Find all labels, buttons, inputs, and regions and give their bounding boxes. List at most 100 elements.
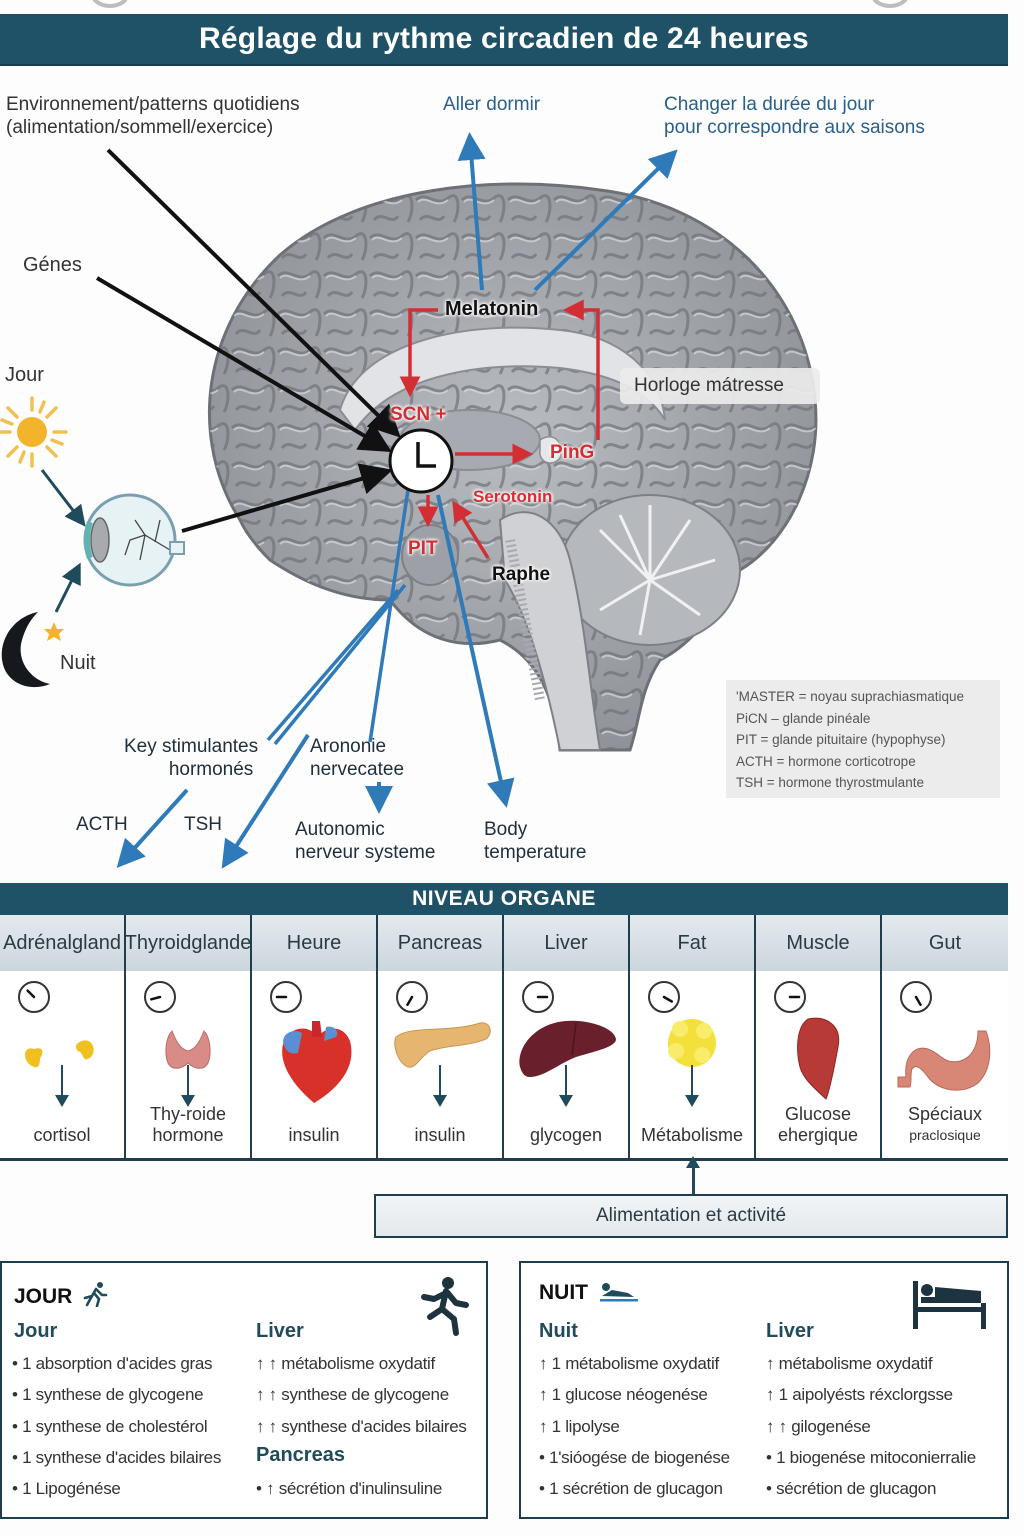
stomach-icon [897,1030,991,1091]
down-arrow-icon [181,1065,195,1107]
down-arrow-icon [685,1065,699,1107]
organ-name: Fat [630,915,754,971]
label-scn: SCN + [390,404,447,425]
organ-name: Gut [882,915,1008,971]
fat-cell-icon [668,1019,716,1067]
organ-name: Muscle [756,915,880,971]
organ-output: insulin [288,1125,340,1145]
eye-icon [83,493,185,587]
output-autonomy: Arononie nervecatee [310,736,405,780]
bed-icon [913,1281,986,1329]
title-bar: Réglage du rythme circadien de 24 heures [0,14,1008,66]
scroll-ring-decoration [870,0,910,8]
list-item: • 1 absorption d'acides gras [12,1354,213,1373]
muscle-icon [797,1017,840,1100]
clock-icon [522,981,554,1013]
arrow-genes [95,276,392,453]
output-acth: ACTH [76,814,128,835]
night-panel: NUIT Nuit ↑ 1 métabolisme oxydatif ↑ 1 g… [519,1261,1009,1519]
day-pancreas-list: • ↑ sécrétion d'inulinsuline [256,1473,442,1504]
clock-icon [774,981,806,1013]
list-item: ↑ 1 métabolisme oxydatif [539,1354,719,1373]
adrenal-gland-icon [25,1040,94,1068]
running-person-large-icon [421,1277,469,1336]
list-item: ↑ ↑ gilogenése [766,1416,871,1436]
input-environment: Environnement/patterns quotidiens (alime… [6,94,300,138]
heart-icon [282,1021,352,1103]
list-item: • sécrétion de glucagon [766,1479,937,1499]
down-arrow-icon [559,1065,573,1107]
organ-name: Liver [504,915,628,971]
page-title: Réglage du rythme circadien de 24 heures [199,22,809,55]
liver-icon [519,1020,616,1077]
clock-icon [144,981,176,1013]
day-left-list: • 1 absorption d'acides gras • 1 synthes… [12,1348,221,1504]
abbreviation-legend: 'MASTER = noyau suprachiasmatique PiCN –… [726,680,1000,798]
input-genes: Génes [23,254,82,276]
list-item: • 1'sióogése de biogenése [539,1447,730,1467]
circadian-diagram [0,132,818,869]
scn-clock-icon [388,428,454,494]
organ-output: glycogen [529,1125,603,1145]
night-liver-heading: Liver [766,1320,814,1342]
output-sleep: Aller dormir [443,94,541,115]
clock-icon [900,981,932,1013]
moon-icon [1,612,64,688]
clock-icon [648,981,680,1013]
list-item: • 1 synthese d'acides bilaires [12,1447,222,1467]
list-item: ↑ 1 glucose néogenése [539,1385,708,1405]
night-left-heading: Nuit [539,1320,578,1342]
organ-column-liver: Liver glycogen [504,915,630,1158]
arrow-environment [106,148,401,438]
list-item: • ↑ sécrétion d'inulinsuline [256,1479,443,1498]
list-item: ↑ ↑ synthese de glycogene [256,1385,449,1405]
output-autonomic-system: Autonomic nerveur systeme [295,819,436,863]
sun-icon [0,396,68,468]
list-item: • 1 Lipogénése [12,1479,121,1499]
list-item: • 1 sécrétion de glucagon [539,1479,723,1499]
label-melatonin: Melatonin [445,298,539,320]
day-left-heading: Jour [14,1320,58,1342]
output-tsh: TSH [184,814,222,835]
arrow-tsh [221,733,310,869]
night-liver-list: ↑ métabolisme oxydatif ↑ 1 aipolyésts ré… [766,1348,976,1504]
list-item: ↑ ↑ synthese d'acides bilaires [256,1416,467,1436]
day-liver-heading: Liver [256,1320,304,1342]
organ-name: Heure [252,915,376,971]
arrow-season [533,149,678,292]
food-activity-box: Alimentation et activité [374,1194,1008,1238]
list-item: • 1 synthese de cholestérol [12,1416,208,1436]
input-day: Jour [5,364,44,386]
label-pituitary: PIT [408,538,438,559]
organ-output: cortisol [33,1125,91,1145]
input-night: Nuit [60,652,96,674]
down-arrow-icon [55,1065,69,1107]
organ-column-pancreas: Pancreas insulin [378,915,504,1158]
label-raphe: Raphe [492,564,551,585]
day-pancreas-heading: Pancreas [256,1444,345,1466]
organ-output: Métabolisme [640,1125,744,1145]
label-pineal: PinG [550,442,595,463]
thyroid-icon [165,1030,211,1069]
night-left-list: ↑ 1 métabolisme oxydatif ↑ 1 glucose néo… [539,1348,730,1504]
organ-column-heure: Heure insulin [252,915,378,1158]
organ-name: Pancreas [378,915,502,971]
day-panel: JOUR Jour • 1 absorption d'acides gras •… [0,1261,488,1519]
list-item: ↑ 1 aipolyésts réxclorgsse [766,1385,953,1405]
clock-icon [396,981,428,1013]
arrow-acth [116,788,189,868]
organ-output: insulin [414,1125,466,1145]
pancreas-icon [394,1022,491,1068]
up-arrow-icon [686,1156,700,1194]
